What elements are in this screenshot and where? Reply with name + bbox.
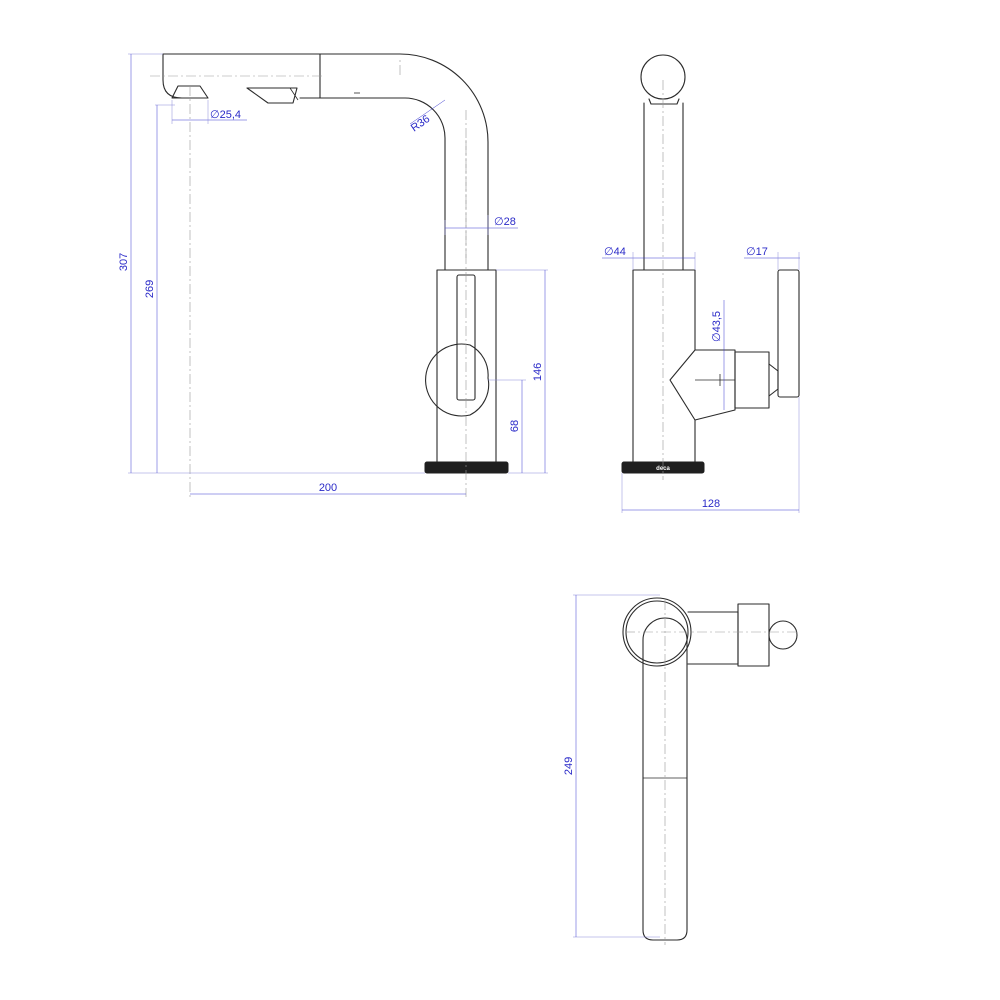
- side-spout-head: [640, 54, 686, 100]
- front-view: [150, 53, 509, 497]
- dim-spout-diameter-label: ∅28: [494, 216, 516, 228]
- dim-aerator-label: ∅25,4: [210, 109, 241, 121]
- top-view: [622, 597, 800, 945]
- dim-spout-height-label: 269: [144, 280, 156, 298]
- top-handle-hub: [737, 603, 770, 667]
- brand-mark: deca: [656, 466, 670, 472]
- top-spout: [642, 617, 688, 941]
- dim-reach-label: 200: [319, 482, 337, 494]
- side-spout-collar: [648, 98, 680, 105]
- front-dimensions: 307 269 ∅25,4 R36 ∅28 146 68 200: [118, 53, 548, 495]
- side-handle-knob: [768, 363, 779, 397]
- side-body: [632, 269, 696, 463]
- front-spray-nozzle: [246, 87, 298, 104]
- front-spout-outline: [162, 53, 489, 271]
- dim-bend-radius-label: R36: [409, 113, 432, 134]
- dim-radius-line: [409, 99, 446, 125]
- side-cartridge: [694, 349, 736, 421]
- top-body-outer: [622, 597, 692, 667]
- side-view: deca: [621, 54, 800, 480]
- top-dimensions: 249: [563, 594, 660, 938]
- dim-depth-label: 128: [702, 498, 720, 510]
- top-cartridge: [687, 611, 739, 665]
- side-dimensions: ∅44 ∅17 ∅43,5 128: [602, 246, 800, 513]
- dim-cartridge-label: ∅43,5: [711, 311, 723, 342]
- dim-body-diameter-label: ∅44: [604, 246, 626, 258]
- front-cartridge: [425, 343, 490, 417]
- dim-total-height-label: 307: [118, 253, 130, 271]
- front-nozzle-detail: [289, 87, 299, 101]
- front-base: [424, 461, 509, 474]
- dim-handle-length-label: 249: [563, 757, 575, 775]
- dim-handle-diameter-label: ∅17: [746, 246, 768, 258]
- side-handle-hub: [734, 351, 770, 409]
- top-handle-knob: [768, 620, 798, 650]
- dim-lever-height-label: 68: [509, 420, 521, 432]
- side-lever: [777, 269, 800, 398]
- dim-body-height-label: 146: [532, 363, 544, 381]
